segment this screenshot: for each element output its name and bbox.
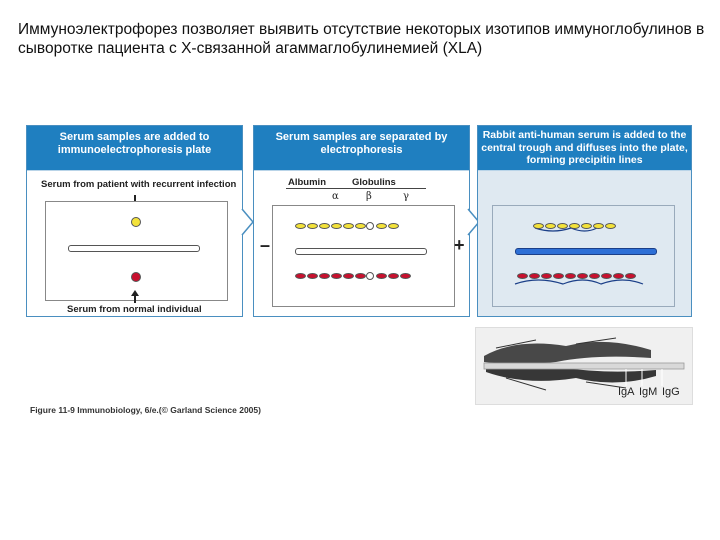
igg-label: IgG: [662, 386, 680, 398]
patient-well-empty: [366, 222, 374, 230]
arrow-up-stem: [134, 295, 136, 303]
patient-fraction-7: [605, 223, 616, 229]
normal-fraction-3: [541, 273, 552, 279]
central-trough: [295, 248, 427, 255]
patient-fraction-6: [593, 223, 604, 229]
normal-fraction-8: [388, 273, 399, 279]
fraction-divider: [286, 188, 426, 189]
normal-fraction-7: [589, 273, 600, 279]
igm-label: IgM: [639, 386, 658, 398]
alpha-label: α: [332, 191, 339, 202]
patient-fraction-1: [295, 223, 306, 229]
panel-1-body: Serum from patient with recurrent infect…: [27, 171, 242, 316]
normal-serum-well: [131, 272, 141, 282]
patient-serum-well: [131, 217, 141, 227]
albumin-label: Albumin: [288, 177, 326, 188]
normal-fraction-6: [577, 273, 588, 279]
panel-3-body: [478, 171, 691, 316]
iga-label: IgA: [618, 386, 635, 398]
normal-fraction-7: [376, 273, 387, 279]
globulins-label: Globulins: [352, 177, 396, 188]
normal-fraction-9: [400, 273, 411, 279]
normal-fraction-5: [343, 273, 354, 279]
patient-fraction-4: [569, 223, 580, 229]
plate-1: [45, 201, 228, 301]
normal-fraction-4: [331, 273, 342, 279]
panel-2-body: Albumin Globulins α β γ: [254, 171, 469, 316]
patient-fraction-4: [331, 223, 342, 229]
patient-fraction-2: [545, 223, 556, 229]
central-trough: [68, 245, 200, 252]
panel-2-title: Serum samples are separated by electroph…: [254, 126, 469, 171]
panel-electrophoresis: Serum samples are separated by electroph…: [253, 125, 470, 317]
normal-well-empty: [366, 272, 374, 280]
normal-fraction-5: [565, 273, 576, 279]
panel-3-title: Rabbit anti-human serum is added to the …: [478, 126, 691, 171]
normal-fraction-2: [307, 273, 318, 279]
normal-fraction-8: [601, 273, 612, 279]
arrow-down-stem: [134, 195, 136, 205]
arrow-up-icon: [131, 290, 139, 296]
patient-fraction-5: [343, 223, 354, 229]
normal-fraction-9: [613, 273, 624, 279]
anode-plus-sign: +: [454, 235, 465, 255]
gamma-label: γ: [403, 191, 409, 202]
patient-fraction-5: [581, 223, 592, 229]
panel-1-title: Serum samples are added to immunoelectro…: [27, 126, 242, 171]
normal-fraction-10: [625, 273, 636, 279]
figure-caption: Figure 11-9 Immunobiology, 6/e.(© Garlan…: [30, 405, 261, 415]
slide-caption: Иммуноэлектрофорез позволяет выявить отс…: [18, 21, 705, 57]
patient-fraction-7: [376, 223, 387, 229]
normal-fraction-2: [529, 273, 540, 279]
central-trough-antiserum: [515, 248, 657, 255]
normal-fraction-3: [319, 273, 330, 279]
patient-fraction-3: [319, 223, 330, 229]
patient-fraction-6: [355, 223, 366, 229]
normal-fraction-1: [295, 273, 306, 279]
panel-add-samples: Serum samples are added to immunoelectro…: [26, 125, 243, 317]
immunoelectrophoresis-photo: IgA IgM IgG: [475, 327, 693, 405]
patient-fraction-1: [533, 223, 544, 229]
beta-label: β: [366, 191, 372, 202]
panel-precipitin: Rabbit anti-human serum is added to the …: [477, 125, 692, 317]
plate-3: [492, 205, 675, 307]
normal-fraction-1: [517, 273, 528, 279]
patient-fraction-3: [557, 223, 568, 229]
cathode-minus-sign: –: [260, 235, 271, 255]
patient-fraction-8: [388, 223, 399, 229]
normal-serum-label: Serum from normal individual: [67, 304, 202, 315]
patient-fraction-2: [307, 223, 318, 229]
plate-2: [272, 205, 455, 307]
patient-serum-label: Serum from patient with recurrent infect…: [41, 179, 237, 190]
normal-fraction-6: [355, 273, 366, 279]
normal-fraction-4: [553, 273, 564, 279]
precipitin-arcs-patient: [514, 227, 644, 285]
precipitin-photo-image: [476, 328, 692, 404]
